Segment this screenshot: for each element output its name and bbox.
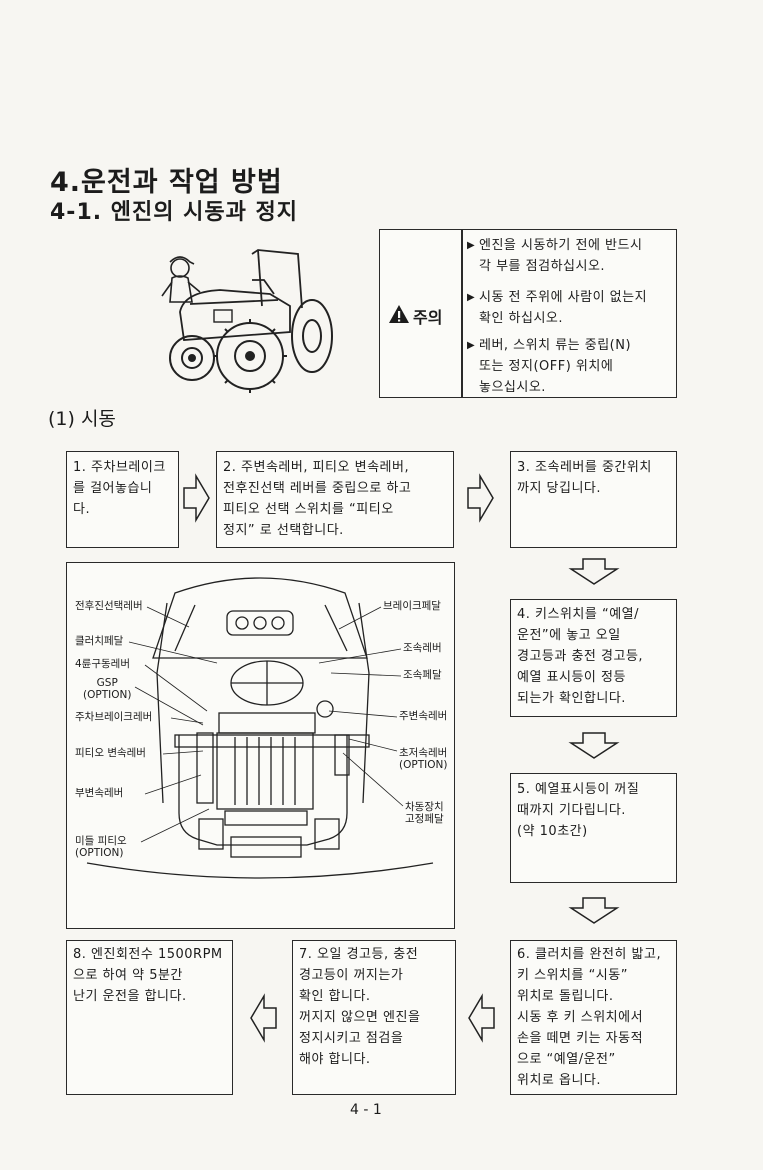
caution-item: ▶ 엔진을 시동하기 전에 반드시 각 부를 점검하십시오.	[467, 235, 672, 277]
diagram-label-clutch-pedal: 클러치페달	[75, 635, 124, 647]
mechanic-figure	[161, 256, 201, 303]
front-wheel	[169, 335, 215, 381]
diagram-label-sub-shift-lever: 부변속레버	[75, 787, 124, 799]
arrow-down-icon	[568, 897, 620, 924]
diagram-label-pto-lever: 피티오 변속레버	[75, 747, 146, 759]
caution-item: ▶ 시동 전 주위에 사람이 없는지 확인 하십시오.	[467, 287, 672, 329]
arrow-left-icon	[468, 993, 495, 1043]
arrow-left-icon	[250, 993, 277, 1043]
chapter-title: 4.운전과 작업 방법	[50, 167, 283, 198]
bullet-arrow-icon: ▶	[467, 340, 475, 351]
diagram-label-gsp: GSP (OPTION)	[83, 677, 132, 701]
arrow-right-icon	[467, 473, 494, 523]
step-8-box: 8. 엔진회전수 1500RPM 으로 하여 약 5분간 난기 운전을 합니다.	[66, 940, 233, 1095]
diagram-label-mid-pto: 미들 피티오 (OPTION)	[75, 835, 127, 859]
arrow-down-icon	[568, 558, 620, 585]
step-1-box: 1. 주차브레이크 를 걸어놓습니 다.	[66, 451, 179, 548]
step-5-box: 5. 예열표시등이 꺼질 때까지 기다립니다. (약 10초간)	[510, 773, 677, 883]
far-rear-wheel	[291, 299, 333, 373]
rear-wheel	[213, 319, 287, 393]
diagram-label-creeper-lever: 초저속레버 (OPTION)	[399, 747, 448, 771]
diagram-label-brake-pedal: 브레이크페달	[383, 600, 441, 612]
warning-triangle-icon	[389, 305, 409, 323]
diagram-label-throttle-lever: 조속레버	[403, 642, 442, 654]
caution-item: ▶ 레버, 스위치 류는 중립(N) 또는 정지(OFF) 위치에 놓으십시오.	[467, 335, 672, 398]
cockpit-illustration	[86, 577, 434, 879]
diagram-label-throttle-pedal: 조속페달	[403, 669, 442, 681]
start-heading: (1) 시동	[48, 408, 116, 430]
bullet-arrow-icon: ▶	[467, 240, 475, 251]
diagram-label-diff-lock-pedal: 차동장치 고정페달	[405, 801, 444, 825]
diagram-label-forward-reverse-lever: 전후진선택레버	[75, 600, 143, 612]
arrow-down-icon	[568, 732, 620, 759]
bullet-arrow-icon: ▶	[467, 292, 475, 303]
caution-divider	[461, 230, 463, 397]
caution-label: 주의	[413, 308, 443, 327]
step-7-box: 7. 오일 경고등, 충전 경고등이 꺼지는가 확인 합니다. 꺼지지 않으면 …	[292, 940, 456, 1095]
step-3-box: 3. 조속레버를 중간위치 까지 당깁니다.	[510, 451, 677, 548]
step-2-box: 2. 주변속레버, 피티오 변속레버, 전후진선택 레버를 중립으로 하고 피티…	[216, 451, 454, 548]
step-6-box: 6. 클러치를 완전히 밟고, 키 스위치를 “시동” 위치로 돌립니다. 시동…	[510, 940, 677, 1095]
caution-box: 주의 ▶ 엔진을 시동하기 전에 반드시 각 부를 점검하십시오. ▶ 시동 전…	[379, 229, 677, 398]
diagram-label-4wd-lever: 4륜구동레버	[75, 658, 130, 670]
diagram-label-main-shift-lever: 주변속레버	[399, 710, 448, 722]
controls-diagram: 전후진선택레버 클러치페달 4륜구동레버 GSP (OPTION) 주차브레이크…	[66, 562, 455, 929]
step-4-box: 4. 키스위치를 “예열/ 운전”에 놓고 오일 경고등과 충전 경고등, 예열…	[510, 599, 677, 717]
arrow-right-icon	[183, 473, 210, 523]
diagram-label-parking-brake-lever: 주차브레이크레버	[75, 711, 153, 723]
page-number: 4 - 1	[350, 1102, 382, 1118]
section-title: 4-1. 엔진의 시동과 정지	[50, 200, 299, 225]
tractor-illustration	[161, 249, 333, 393]
